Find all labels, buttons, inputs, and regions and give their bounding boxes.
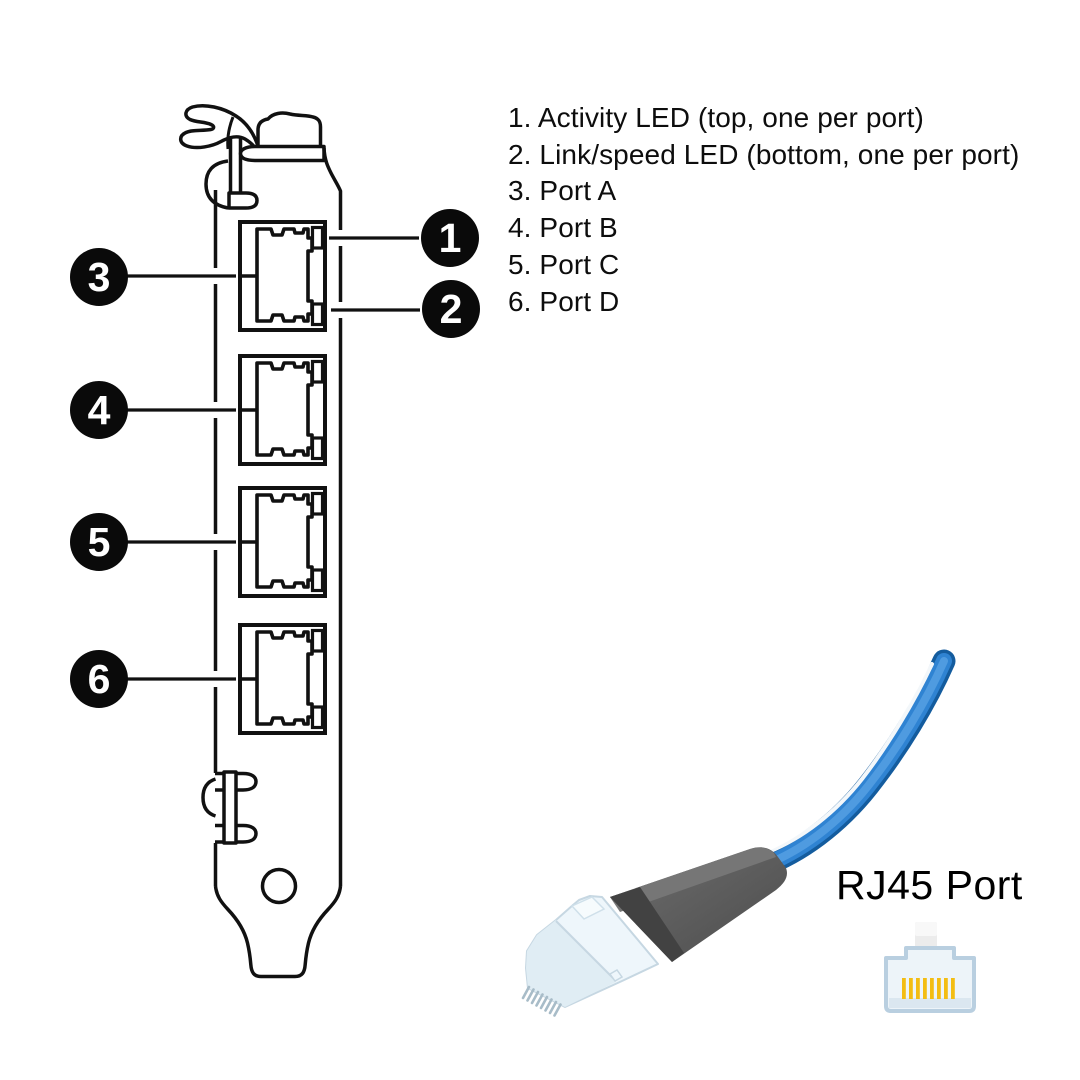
port-a-drawing bbox=[236, 220, 327, 332]
pci-bracket-outline bbox=[178, 103, 343, 979]
legend-item-4: 4. Port B bbox=[508, 212, 618, 244]
top-clip bbox=[178, 103, 343, 210]
callout-badge-2: 2 bbox=[422, 280, 480, 338]
callout-badge-6: 6 bbox=[70, 650, 128, 708]
legend-item-5: 5. Port C bbox=[508, 248, 620, 280]
plug-contact-pins bbox=[521, 985, 562, 1017]
legend-item-2: 2. Link/speed LED (bottom, one per port) bbox=[508, 138, 1020, 170]
ethernet-cable-illustration bbox=[521, 649, 976, 1017]
rj45-port-label: RJ45 Port bbox=[836, 862, 1023, 908]
legend-item-1: 1. Activity LED (top, one per port) bbox=[508, 102, 924, 133]
leader-lines bbox=[127, 236, 420, 681]
bottom-clip bbox=[201, 770, 258, 845]
screw-hole bbox=[260, 867, 298, 905]
port-c-drawing bbox=[236, 486, 327, 598]
port-d-drawing bbox=[236, 623, 327, 735]
rj45-port-icon bbox=[884, 922, 976, 1013]
port-b-drawing bbox=[236, 354, 327, 466]
callout-badge-1: 1 bbox=[421, 209, 479, 267]
legend-item-6: 6. Port D bbox=[508, 285, 620, 317]
legend: 1. Activity LED (top, one per port) 2. L… bbox=[508, 100, 1048, 320]
callout-badge-3: 3 bbox=[70, 248, 128, 306]
callout-badge-4: 4 bbox=[70, 381, 128, 439]
cable-wire-icon bbox=[750, 649, 956, 878]
cable-boot-icon bbox=[610, 847, 787, 962]
legend-item-3: 3. Port A bbox=[508, 175, 617, 207]
jack-pins bbox=[902, 978, 955, 999]
callout-badge-5: 5 bbox=[70, 513, 128, 571]
rj45-plug-icon bbox=[521, 895, 659, 1017]
